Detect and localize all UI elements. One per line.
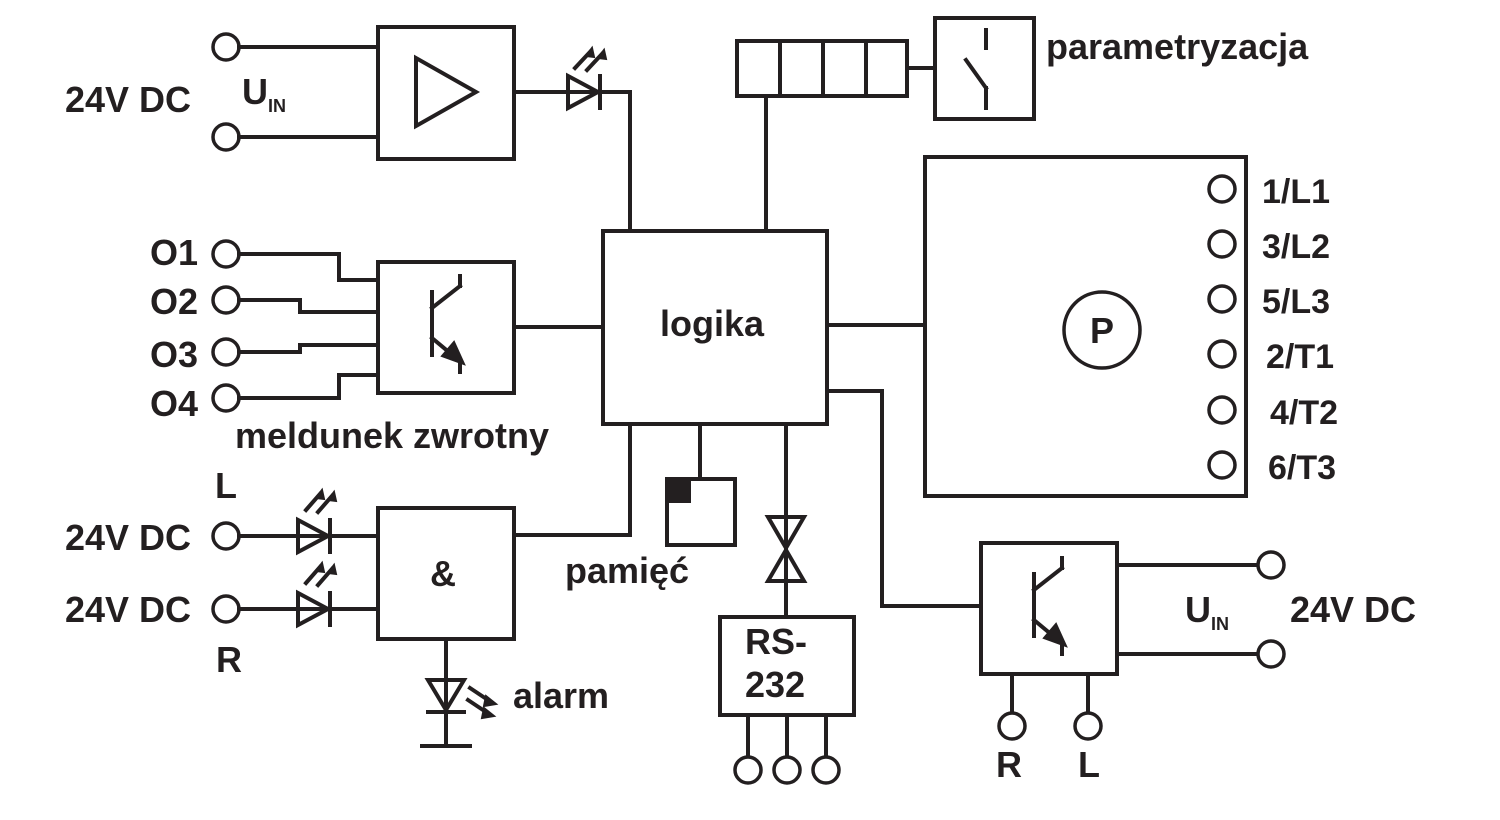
bottom-r-label: R [996,744,1022,785]
amplifier-block [376,25,516,161]
top-supply-group: 24V DC UIN [65,32,380,152]
feedback-input-label: O2 [150,281,198,322]
motor-terminal-label: 5/L3 [1262,283,1330,321]
output-transistor-block [979,541,1119,676]
motor-terminal-label: 2/T1 [1266,338,1334,376]
led-icon [296,487,338,556]
motor-terminal-icon [1207,174,1237,204]
feedback-inputs: O1 O2 O3 O4 [150,232,380,424]
transistor-icon [429,274,466,374]
parameter-register [735,39,909,98]
feedback-label: meldunek zwrotny [235,415,549,456]
bottom-l-label: L [1078,744,1100,785]
input-terminal-icon [211,337,241,367]
supply-label-left-1: 24V DC [65,517,191,558]
serial-pin-icon [772,755,802,785]
motor-circle-icon [1062,290,1142,370]
supply-label-top: 24V DC [65,79,191,120]
output-terminal-icon [1256,639,1286,669]
input-terminal-icon [211,285,241,315]
and-gate-block [376,506,516,641]
feedback-input-label: O3 [150,334,198,375]
right-direction-label: R [216,639,242,680]
supply-label-left-2: 24V DC [65,589,191,630]
motor-terminal-label: 3/L2 [1262,228,1330,266]
parametrization-label: parametryzacja [1046,26,1309,67]
input-terminal-icon [211,383,241,413]
motor-terminal-icon [1207,395,1237,425]
led-icon [296,560,338,629]
uin-label-top: UIN [242,71,286,116]
motor-terminal-icon [1207,450,1237,480]
motor-symbol-label: P [1090,310,1114,351]
input-terminal-icon [211,521,241,551]
motor-terminal-icon [1207,284,1237,314]
serial-label-line1: RS- [745,621,807,662]
alarm-label: alarm [513,675,609,716]
feedback-transistor-block [376,260,516,395]
input-terminal-icon [211,122,241,152]
direction-terminal-icon [1073,711,1103,741]
led-icon [566,45,608,112]
motor-terminal-label: 4/T2 [1270,394,1338,432]
output-terminal-icon [1256,550,1286,580]
motor-terminal-label: 6/T3 [1268,449,1336,487]
direction-terminal-icon [997,711,1027,741]
alarm-led-icon [424,678,499,720]
serial-label-line2: 232 [745,664,805,705]
serial-port-block [718,615,856,717]
feedback-input-label: O1 [150,232,198,273]
input-terminal-icon [211,594,241,624]
logic-block [601,229,829,426]
switch-icon [963,28,989,110]
input-terminal-icon [211,239,241,269]
memory-label: pamięć [565,550,689,591]
uin-label-right: UIN [1185,589,1229,634]
memory-chip-icon [669,481,691,503]
amplifier-icon [414,54,481,130]
and-gate-icon: & [430,553,456,594]
motor-terminal-icon [1207,229,1237,259]
serial-pin-icon [733,755,763,785]
motor-terminal-icon [1207,339,1237,369]
motor-terminals: 1/L1 3/L2 5/L3 2/T1 4/T2 6/T3 [1207,173,1338,487]
input-terminal-icon [211,32,241,62]
serial-pin-icon [811,755,841,785]
feedback-input-label: O4 [150,383,198,424]
logic-label: logika [660,303,765,344]
supply-label-right: 24V DC [1290,589,1416,630]
transistor-icon [1031,556,1068,656]
bidirectional-valve-icon [764,515,808,583]
motor-terminal-label: 1/L1 [1262,173,1330,211]
left-direction-label: L [215,465,237,506]
